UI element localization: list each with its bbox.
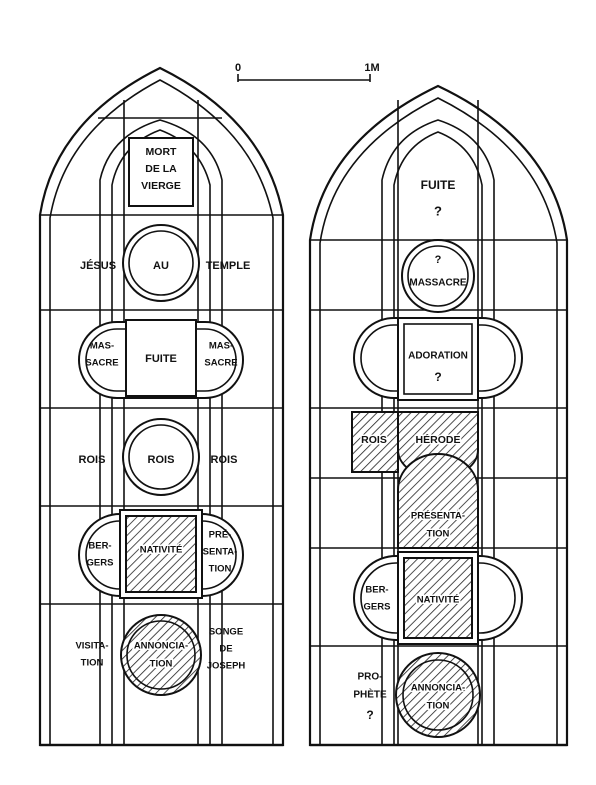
left-row2-right-2: SACRE (204, 358, 237, 369)
right-row5-left-2: GERS (364, 602, 391, 613)
right-row1-line2: MASSACRE (409, 278, 467, 289)
scale-start-label: 0 (235, 62, 241, 74)
left-row5-right-3: JOSEPH (207, 661, 246, 672)
right-row2-line1: ADORATION (408, 351, 468, 362)
right-row6-left-2: PHÈTE (353, 688, 387, 701)
right-row1-line1: ? (435, 254, 442, 266)
left-row3-center: ROIS (148, 454, 175, 466)
left-row2-center: FUITE (145, 353, 177, 365)
left-window-outer-frame (38, 66, 285, 747)
left-row1-left: JÉSUS (80, 259, 116, 272)
left-window: MORT DE LA VIERGE JÉSUS AU TEMPLE MAS- S… (38, 66, 285, 747)
left-row4-right-3: TION (209, 564, 232, 575)
left-row4-right-1: PRÉ- (209, 530, 232, 541)
right-row3-center: HÉRODE (416, 433, 461, 446)
scale-bar: 0 1M (235, 62, 380, 82)
right-window: FUITE ? ? MASSACRE ADORATION ? ROIS HÉRO… (308, 84, 569, 747)
right-row2-line2: ? (434, 370, 441, 384)
left-row2-right-1: MAS- (209, 341, 233, 352)
right-top-line2: ? (434, 203, 442, 218)
left-row2-left-2: SACRE (85, 358, 118, 369)
right-window-central-arch (381, 119, 495, 745)
left-row5-left-1: VISITA- (75, 641, 108, 652)
left-row3-right: ROIS (211, 454, 238, 466)
right-row5-left-1: BER- (365, 585, 388, 596)
left-window-inner-frame (49, 79, 274, 745)
right-row6-center-2: TION (427, 701, 450, 712)
scale-end-label: 1M (364, 62, 379, 74)
left-row4-left-1: BER- (88, 541, 111, 552)
left-row4-right-2: SENTA- (203, 547, 238, 558)
left-row5-right-2: DE (219, 644, 232, 655)
right-row6-center-1: ANNONCIA- (411, 683, 465, 694)
right-row4-line2: TION (427, 529, 450, 540)
left-row4-left-2: GERS (87, 558, 114, 569)
left-row2-left-1: MAS- (90, 341, 114, 352)
right-row4-line1: PRÉSENTA- (411, 511, 465, 522)
right-window-outer-frame (308, 84, 569, 747)
left-top-line2: DE LA (145, 163, 177, 175)
right-row3-left: ROIS (361, 434, 387, 446)
left-row4-center: NATIVITÉ (140, 545, 183, 556)
left-row1-right: TEMPLE (206, 260, 251, 272)
left-row3-left: ROIS (79, 454, 106, 466)
left-top-line3: VIERGE (141, 180, 181, 192)
right-window-inner-frame (319, 97, 558, 745)
right-row6-left-3: ? (366, 708, 373, 722)
left-row5-center-1: ANNONCIA- (134, 641, 188, 652)
right-row6-left-1: PRO- (358, 672, 383, 683)
left-window-central-arch (99, 119, 223, 745)
left-row1-center: AU (153, 260, 169, 272)
left-row5-right-1: SONGE (209, 627, 243, 638)
right-row5-center: NATIVITÉ (417, 595, 460, 606)
left-row5-left-2: TION (81, 658, 104, 669)
left-top-line1: MORT (146, 146, 177, 158)
right-top-line1: FUITE (421, 178, 456, 192)
left-row5-center-2: TION (150, 659, 173, 670)
